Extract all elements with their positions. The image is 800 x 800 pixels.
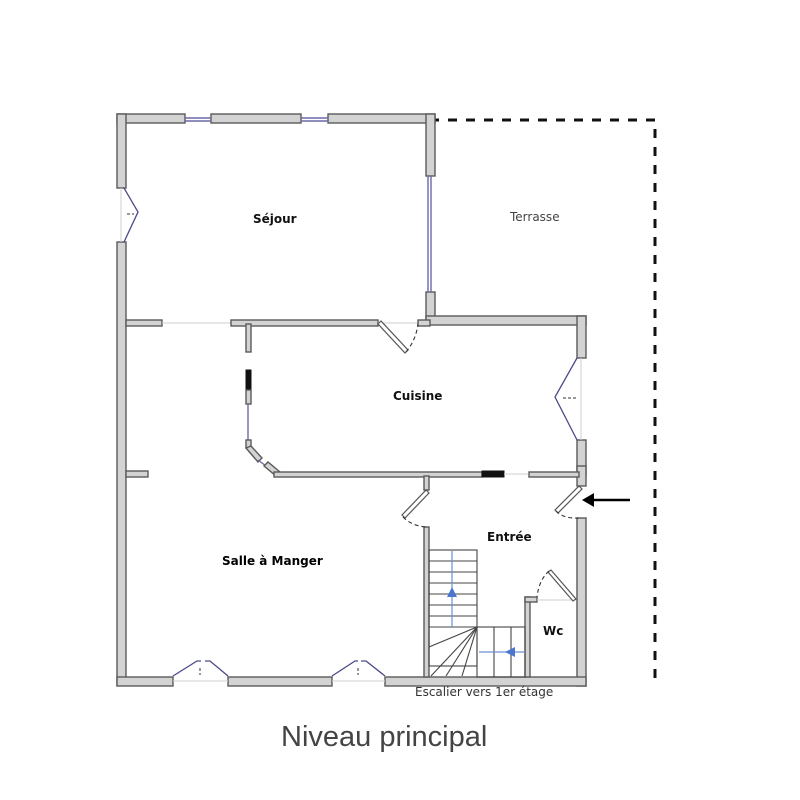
room-label-entree: Entrée: [487, 530, 532, 544]
windows: [120, 187, 578, 682]
room-label-sejour: Séjour: [253, 212, 297, 226]
window-cuisine-right: [554, 357, 578, 441]
room-label-wc: Wc: [543, 624, 563, 638]
door-wc[interactable]: [536, 569, 577, 602]
stair-up-arrow-icon: [447, 587, 457, 597]
room-label-terrasse: Terrasse: [509, 210, 560, 224]
door-main-entry[interactable]: [554, 485, 583, 519]
exterior-walls: [116, 113, 587, 687]
room-label-cuisine: Cuisine: [393, 389, 442, 403]
doors: [377, 320, 583, 602]
door-sejour-cuisine[interactable]: [377, 320, 419, 354]
door-salle-entree[interactable]: [401, 489, 430, 528]
window-salle-bottom-left: [172, 660, 229, 682]
stair-left-arrow-icon: [505, 647, 515, 657]
window-sejour-left: [120, 187, 139, 243]
stair-caption: Escalier vers 1er étage: [415, 685, 553, 699]
terrace-outline: [430, 118, 657, 680]
plan-title: Niveau principal: [281, 721, 487, 753]
arrow-left-icon: [582, 493, 630, 507]
interior-walls: [125, 319, 580, 678]
window-salle-bottom-right: [331, 660, 386, 682]
staircase[interactable]: [428, 549, 526, 678]
room-label-salle-a-manger: Salle à Manger: [222, 554, 323, 568]
